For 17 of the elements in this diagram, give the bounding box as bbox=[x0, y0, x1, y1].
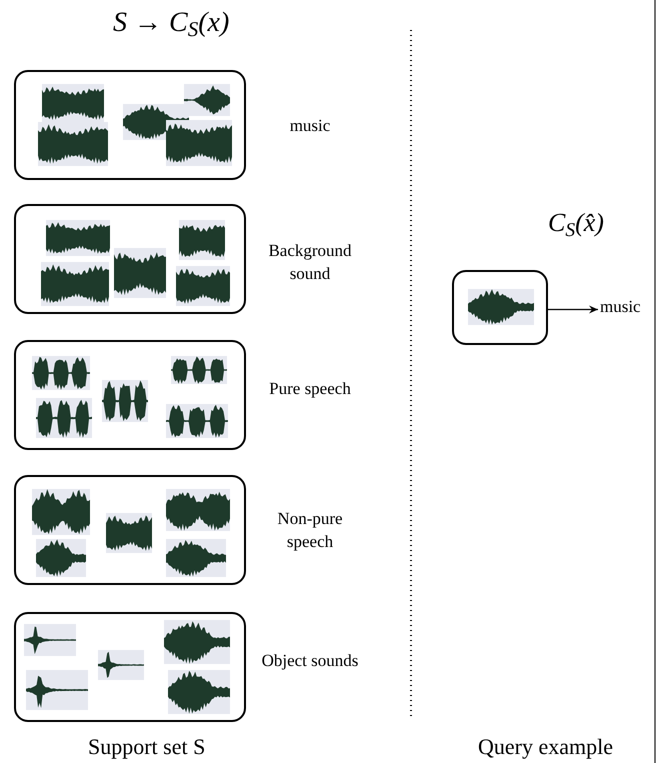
category-label: music bbox=[600, 296, 641, 318]
class-box bbox=[14, 340, 246, 450]
category-label: Object sounds bbox=[260, 650, 360, 672]
class-box bbox=[14, 70, 246, 180]
class-box bbox=[14, 612, 246, 722]
arrow bbox=[548, 306, 598, 314]
formula-label: C$_{S}$(x̂) bbox=[548, 207, 604, 242]
category-label: Background sound bbox=[267, 240, 353, 285]
caption-label: Query example bbox=[478, 733, 613, 761]
category-label: Non-pure speech bbox=[276, 508, 344, 553]
class-box bbox=[14, 204, 246, 314]
query-box bbox=[452, 270, 548, 345]
category-label: music bbox=[288, 115, 332, 137]
category-label: Pure speech bbox=[268, 378, 352, 400]
formula-label: S → C$_{S}$(x) bbox=[113, 6, 230, 44]
caption-label: Support set S bbox=[88, 733, 206, 761]
class-box bbox=[14, 475, 246, 585]
